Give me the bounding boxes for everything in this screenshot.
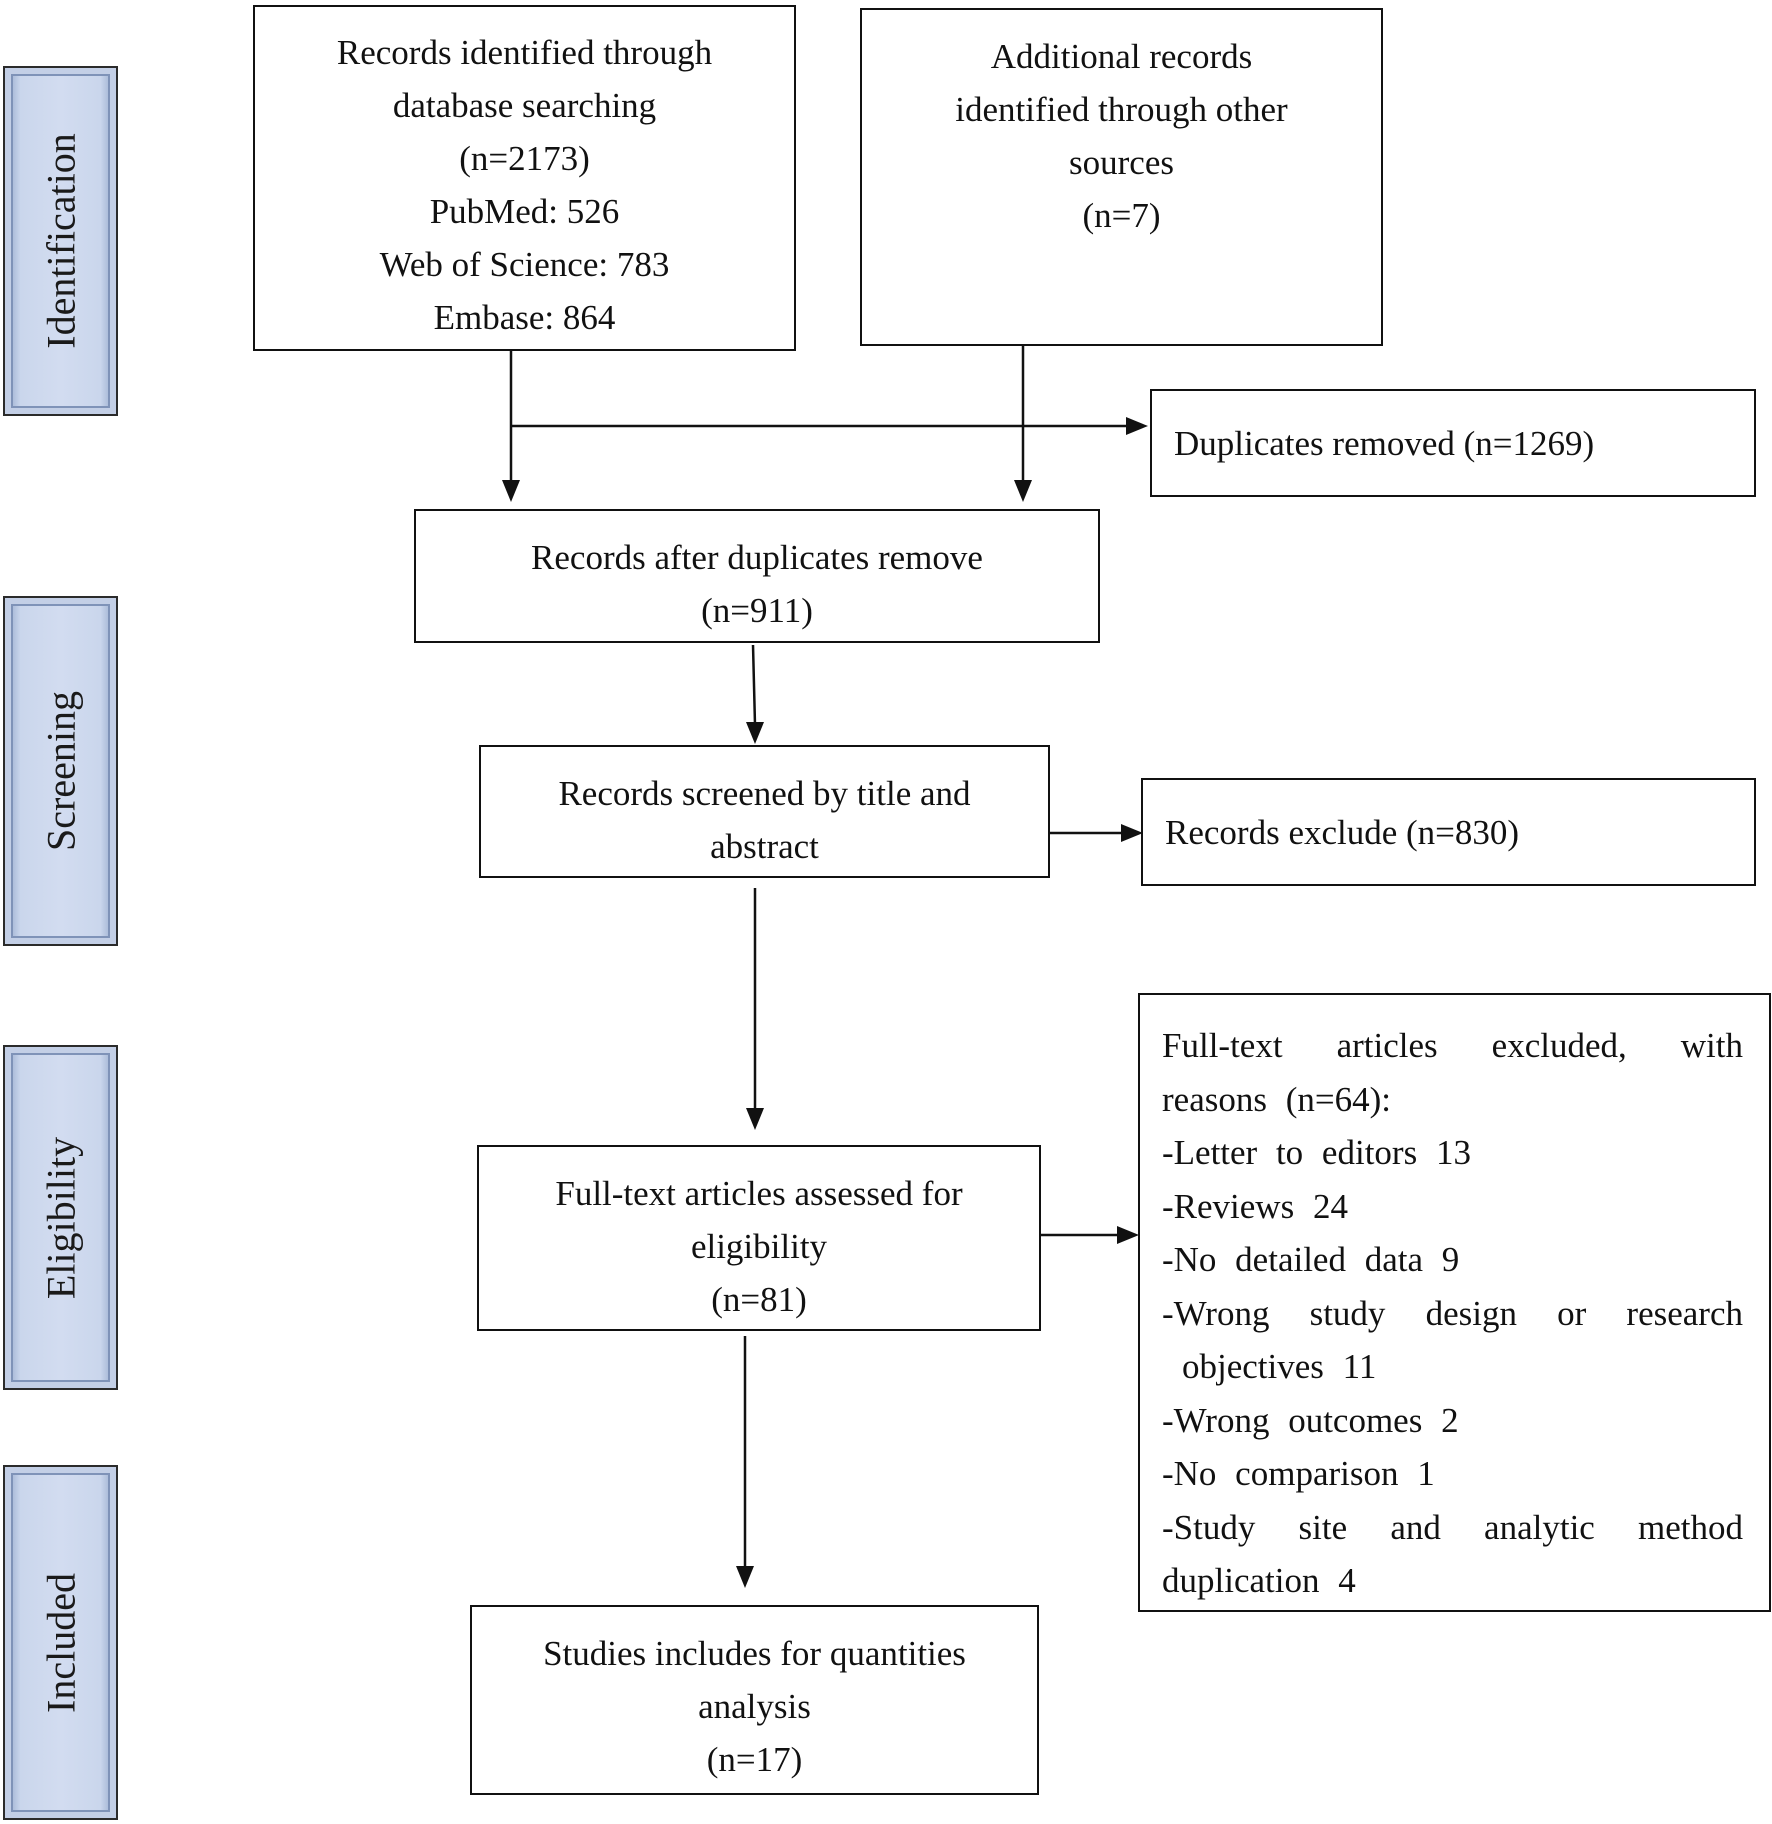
excluded-line-10: -Study site and analytic method xyxy=(1162,1507,1743,1547)
screened-line-1: Records screened by title and xyxy=(558,774,971,813)
excluded-line-8: -Wrong outcomes 2 xyxy=(1162,1400,1459,1440)
box-included: Studies includes for quantities analysis… xyxy=(470,1605,1039,1795)
other-line-4: (n=7) xyxy=(1082,196,1161,235)
arrowhead-screened xyxy=(746,722,764,744)
other-line-2: identified through other xyxy=(955,90,1288,129)
fulltext-line-1: Full-text articles assessed for xyxy=(555,1174,963,1213)
excluded-line-2: reasons (n=64): xyxy=(1162,1079,1391,1119)
box-records-excluded: Records exclude (n=830) xyxy=(1141,778,1756,886)
included-line-3: (n=17) xyxy=(706,1740,803,1779)
excluded-line-5: -No detailed data 9 xyxy=(1162,1240,1460,1279)
fulltext-line-3: (n=81) xyxy=(711,1280,807,1319)
excluded-line-4: -Reviews 24 xyxy=(1162,1186,1348,1226)
box-database-search: Records identified through database sear… xyxy=(253,5,796,351)
box-after-duplicates: Records after duplicates remove (n=911) xyxy=(414,509,1100,643)
excluded-line-9: -No comparison 1 xyxy=(1162,1454,1435,1493)
arrow-after-to-screened xyxy=(751,644,757,726)
box-fulltext-assessed: Full-text articles assessed for eligibil… xyxy=(477,1145,1041,1331)
excluded-line-6: -Wrong study design or research xyxy=(1162,1293,1743,1333)
duplicates-removed-text: Duplicates removed (n=1269) xyxy=(1174,423,1595,463)
database-line-4: PubMed: 526 xyxy=(429,192,620,231)
database-line-6: Embase: 864 xyxy=(433,298,616,337)
arrowhead-records-excluded xyxy=(1121,824,1143,842)
arrowhead-duplicates xyxy=(1126,417,1148,435)
after-duplicates-line-1: Records after duplicates remove xyxy=(531,538,983,577)
database-line-2: database searching xyxy=(392,86,657,125)
excluded-line-3: -Letter to editors 13 xyxy=(1162,1133,1471,1172)
fulltext-line-2: eligibility xyxy=(690,1227,828,1266)
included-line-1: Studies includes for quantities xyxy=(543,1634,966,1673)
screened-line-2: abstract xyxy=(710,827,819,866)
excluded-line-11: duplication 4 xyxy=(1162,1561,1356,1600)
stage-identification: Identification xyxy=(3,66,118,416)
database-line-5: Web of Science: 783 xyxy=(379,245,670,284)
arrowhead-included xyxy=(736,1566,754,1588)
database-line-3: (n=2173) xyxy=(459,139,590,178)
box-screened: Records screened by title and abstract xyxy=(479,745,1050,878)
other-line-3: sources xyxy=(1069,143,1174,182)
stage-screening: Screening xyxy=(3,596,118,946)
records-excluded-text: Records exclude (n=830) xyxy=(1165,812,1520,852)
stage-eligibility: Eligibility xyxy=(3,1045,118,1390)
included-line-2: analysis xyxy=(698,1687,811,1726)
box-fulltext-excluded: Full-text articles excluded, with reason… xyxy=(1138,993,1771,1612)
database-line-1: Records identified through xyxy=(336,33,713,72)
arrowhead-fulltext-excluded xyxy=(1117,1226,1139,1244)
box-other-sources: Additional records identified through ot… xyxy=(860,8,1383,346)
excluded-line-7: objectives 11 xyxy=(1182,1347,1377,1386)
other-line-1: Additional records xyxy=(990,37,1253,76)
box-duplicates-removed: Duplicates removed (n=1269) xyxy=(1150,389,1756,497)
after-duplicates-line-2: (n=911) xyxy=(701,591,813,630)
arrowhead-other xyxy=(1014,480,1032,502)
arrowhead-fulltext xyxy=(746,1108,764,1130)
stage-included: Included xyxy=(3,1465,118,1820)
excluded-line-1: Full-text articles excluded, with xyxy=(1162,1026,1743,1065)
arrowhead-database xyxy=(502,480,520,502)
